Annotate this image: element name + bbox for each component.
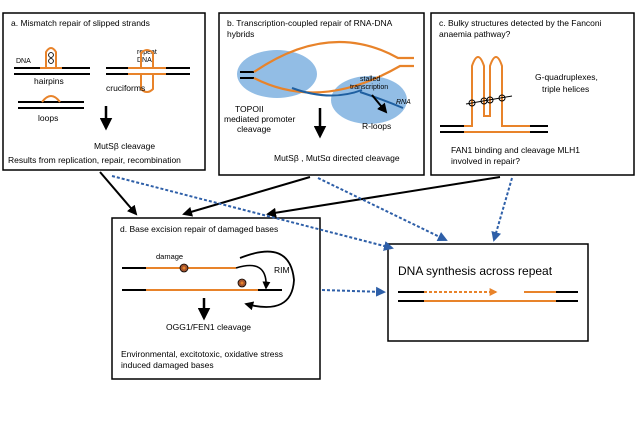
gquad-label-2: triple helices [542, 84, 589, 94]
cruciforms-label: cruciforms [106, 83, 145, 93]
g-quadruplex-structure [440, 56, 548, 133]
panel-a-border [2, 12, 206, 171]
synthesis-duplex [398, 288, 578, 302]
loop-structure [18, 95, 84, 109]
stalled-arrow [371, 94, 388, 114]
hairpins-label: hairpins [34, 76, 64, 86]
arrow-c-to-d [266, 176, 501, 218]
transcription-bubble [240, 40, 414, 109]
panel-d-env-1: Environmental, excitotoxic, oxidative st… [121, 349, 283, 359]
panel-e-title: DNA synthesis across repeat [398, 264, 553, 278]
damage-mark-top [179, 263, 189, 273]
topoii-blob [237, 50, 317, 98]
fan1-label-2: involved in repair? [451, 156, 520, 166]
panel-b-title-1: b. Transcription-coupled repair of RNA-D… [227, 18, 393, 28]
panel-c-title-2: anaemia pathway? [439, 29, 511, 39]
panel-a-results: Results from replication, repair, recomb… [8, 155, 181, 165]
panel-b-title-2: hybrids [227, 29, 254, 39]
repeat-dna-label-1: repeat [137, 49, 157, 56]
panel-a-title: a. Mismatch repair of slipped strands [11, 18, 150, 28]
panel-c: c. Bulky structures detected by the Fanc… [430, 12, 635, 176]
arrow-b-to-e [317, 177, 448, 242]
rna-label: RNA [396, 99, 411, 106]
loops-label: loops [38, 113, 58, 123]
topoii-label-2: mediated promoter [224, 114, 296, 124]
topoii-label-1: TOPOII [235, 104, 264, 114]
hairpin-structure [14, 47, 90, 75]
panel-b-cleavage: MutSβ , MutSα directed cleavage [274, 153, 400, 163]
panel-d-border [111, 217, 321, 380]
rloops-label: R-loops [362, 121, 391, 131]
panel-a: a. Mismatch repair of slipped strands DN… [2, 12, 206, 171]
topoii-label-3: cleavage [237, 124, 271, 134]
panel-d-env-2: induced damaged bases [121, 360, 214, 370]
panel-e: DNA synthesis across repeat [387, 243, 589, 342]
panel-d-title: d. Base excision repair of damaged bases [120, 224, 278, 234]
panel-c-border [430, 12, 635, 176]
damaged-duplex [122, 264, 282, 291]
panel-d: d. Base excision repair of damaged bases… [111, 217, 321, 380]
rim-label: RIM [274, 265, 290, 275]
arrow-a-to-d [99, 171, 138, 216]
panel-a-cleavage: MutSβ cleavage [94, 141, 155, 151]
panel-d-cleavage: OGG1/FEN1 cleavage [166, 322, 251, 332]
arrow-a-to-e [111, 175, 394, 251]
rim-cycle-arrow [239, 250, 295, 311]
stalled-label-1: stalled [360, 76, 380, 83]
damage-mark-bottom [237, 278, 247, 288]
arrow-b-to-d [182, 176, 311, 217]
stalled-label-2: transcription [350, 84, 388, 91]
fan1-label-1: FAN1 binding and cleavage MLH1 [451, 145, 580, 155]
cruciform-structure [106, 49, 190, 93]
damage-label: damage [156, 252, 183, 261]
panel-c-title-1: c. Bulky structures detected by the Fanc… [439, 18, 602, 28]
arrow-c-to-e [491, 177, 513, 242]
arrow-d-to-e [321, 286, 386, 297]
gquad-label-1: G-quadruplexes, [535, 72, 598, 82]
connector-arrows [99, 171, 513, 297]
repeat-dna-label-2: DNA [137, 57, 152, 64]
panel-b: b. Transcription-coupled repair of RNA-D… [218, 12, 425, 176]
dna-label: DNA [16, 58, 31, 65]
